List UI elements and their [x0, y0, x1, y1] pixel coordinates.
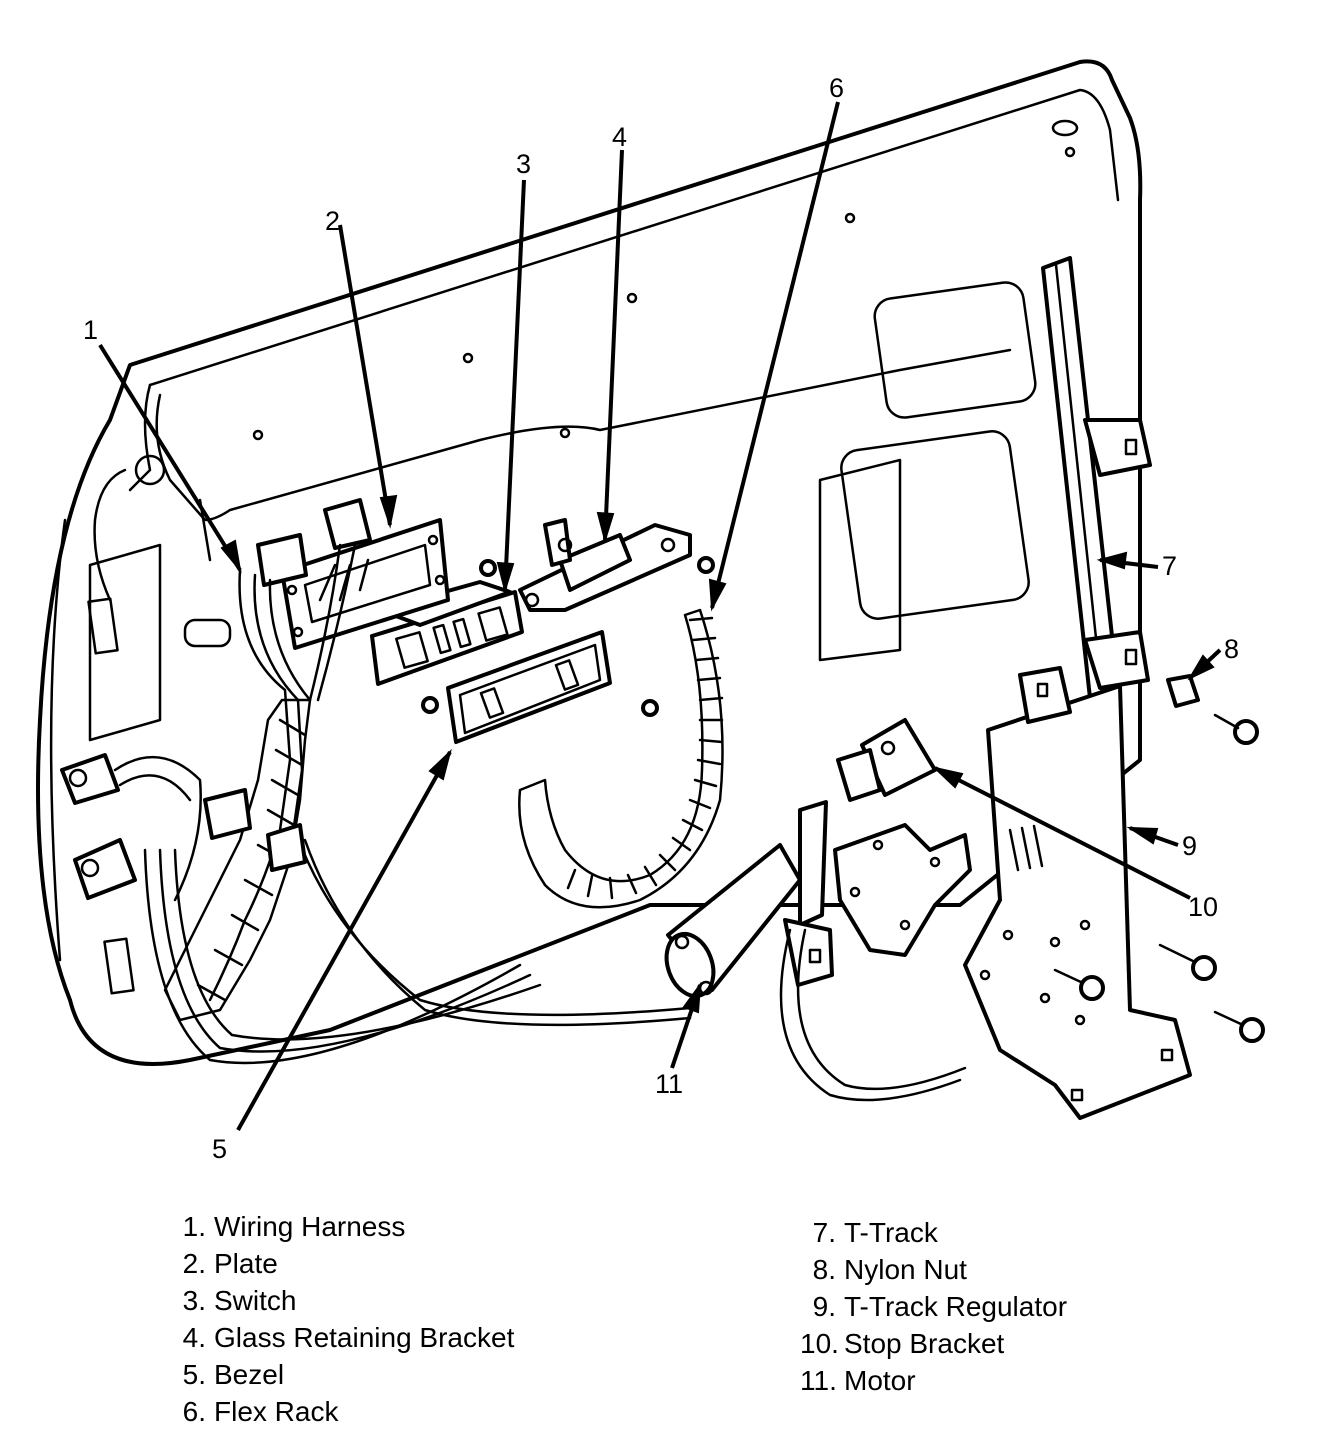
- legend-item: 7. T-Track: [800, 1214, 1067, 1251]
- flex-rack: [518, 608, 724, 909]
- legend-item: 5. Bezel: [170, 1356, 514, 1393]
- bolt-icon: [1191, 955, 1217, 981]
- legend-item: 10.Stop Bracket: [800, 1325, 1067, 1362]
- legend-number: 5.: [182, 1359, 206, 1390]
- callout-2: 2: [325, 206, 340, 236]
- legend-label: Glass Retaining Bracket: [214, 1322, 515, 1353]
- legend-label: T-Track: [844, 1217, 938, 1248]
- legend-item: 8. Nylon Nut: [800, 1251, 1067, 1288]
- bolt-icon: [1233, 719, 1259, 745]
- legend-label: Wiring Harness: [214, 1211, 406, 1242]
- wiring-harness: [60, 498, 692, 1065]
- callout-4: 4: [612, 122, 627, 152]
- door-inner-panel: [36, 59, 1143, 1066]
- bolt-icon: [1239, 1017, 1265, 1043]
- callout-10: 10: [1188, 892, 1218, 922]
- legend-number: 4.: [182, 1322, 206, 1353]
- t-track-regulator: [963, 666, 1192, 1120]
- t-track: [1041, 256, 1152, 700]
- callout-7: 7: [1162, 551, 1177, 581]
- callout-labels: 1 2 3 4 5 6 7 8 9 10 11: [83, 73, 1239, 1164]
- legend-number: 10.: [800, 1328, 839, 1359]
- legend-number: 7.: [812, 1217, 836, 1248]
- legend-number: 9.: [812, 1291, 836, 1322]
- callout-5: 5: [212, 1134, 227, 1164]
- legend-item: 11.Motor: [800, 1362, 1067, 1399]
- legend-number: 3.: [182, 1285, 206, 1316]
- legend-label: Switch: [214, 1285, 297, 1316]
- callout-9: 9: [1182, 831, 1197, 861]
- screw-icon: [421, 696, 439, 714]
- legend-label: Nylon Nut: [844, 1254, 967, 1285]
- legend-item: 9. T-Track Regulator: [800, 1288, 1067, 1325]
- legend-label: Plate: [214, 1248, 278, 1279]
- legend-label: Flex Rack: [214, 1396, 339, 1427]
- legend-number: 2.: [182, 1248, 206, 1279]
- callout-leaders: [98, 101, 1222, 1131]
- screw-icon: [697, 556, 715, 574]
- legend-number: 1.: [182, 1211, 206, 1242]
- stop-bracket: [836, 718, 937, 802]
- callout-8: 8: [1224, 634, 1239, 664]
- legend-number: 11.: [800, 1365, 837, 1396]
- screw-icon: [479, 559, 497, 577]
- legend-right-column: 7. T-Track 8. Nylon Nut 9. T-Track Regulato…: [800, 1214, 1067, 1399]
- callout-3: 3: [516, 149, 531, 179]
- screw-icon: [641, 699, 659, 717]
- legend-number: 8.: [812, 1254, 836, 1285]
- legend-number: 6.: [182, 1396, 206, 1427]
- callout-1: 1: [83, 315, 98, 345]
- legend-item: 2. Plate: [170, 1245, 514, 1282]
- legend-label: Motor: [844, 1365, 916, 1396]
- switch-bezel: [446, 630, 612, 744]
- legend-item: 4. Glass Retaining Bracket: [170, 1319, 515, 1356]
- callout-6: 6: [829, 73, 844, 103]
- glass-retaining-bracket: [518, 518, 692, 612]
- legend-item: 3. Switch: [170, 1282, 514, 1319]
- regulator-motor: [664, 800, 972, 1102]
- legend-item: 6. Flex Rack: [170, 1393, 514, 1430]
- nylon-nut-icon: [1166, 674, 1200, 708]
- legend-label: Bezel: [214, 1359, 285, 1390]
- legend-item: 1. Wiring Harness: [170, 1208, 514, 1245]
- callout-11: 11: [655, 1069, 683, 1099]
- legend-label: T-Track Regulator: [844, 1291, 1068, 1322]
- fastener-hardware: [421, 556, 1265, 1043]
- legend-label: Stop Bracket: [844, 1328, 1005, 1359]
- bolt-icon: [1079, 975, 1105, 1001]
- legend-left-column: 1. Wiring Harness 2. Plate 3. Switch 4. Glas…: [170, 1208, 515, 1430]
- mounting-plate: [280, 518, 450, 650]
